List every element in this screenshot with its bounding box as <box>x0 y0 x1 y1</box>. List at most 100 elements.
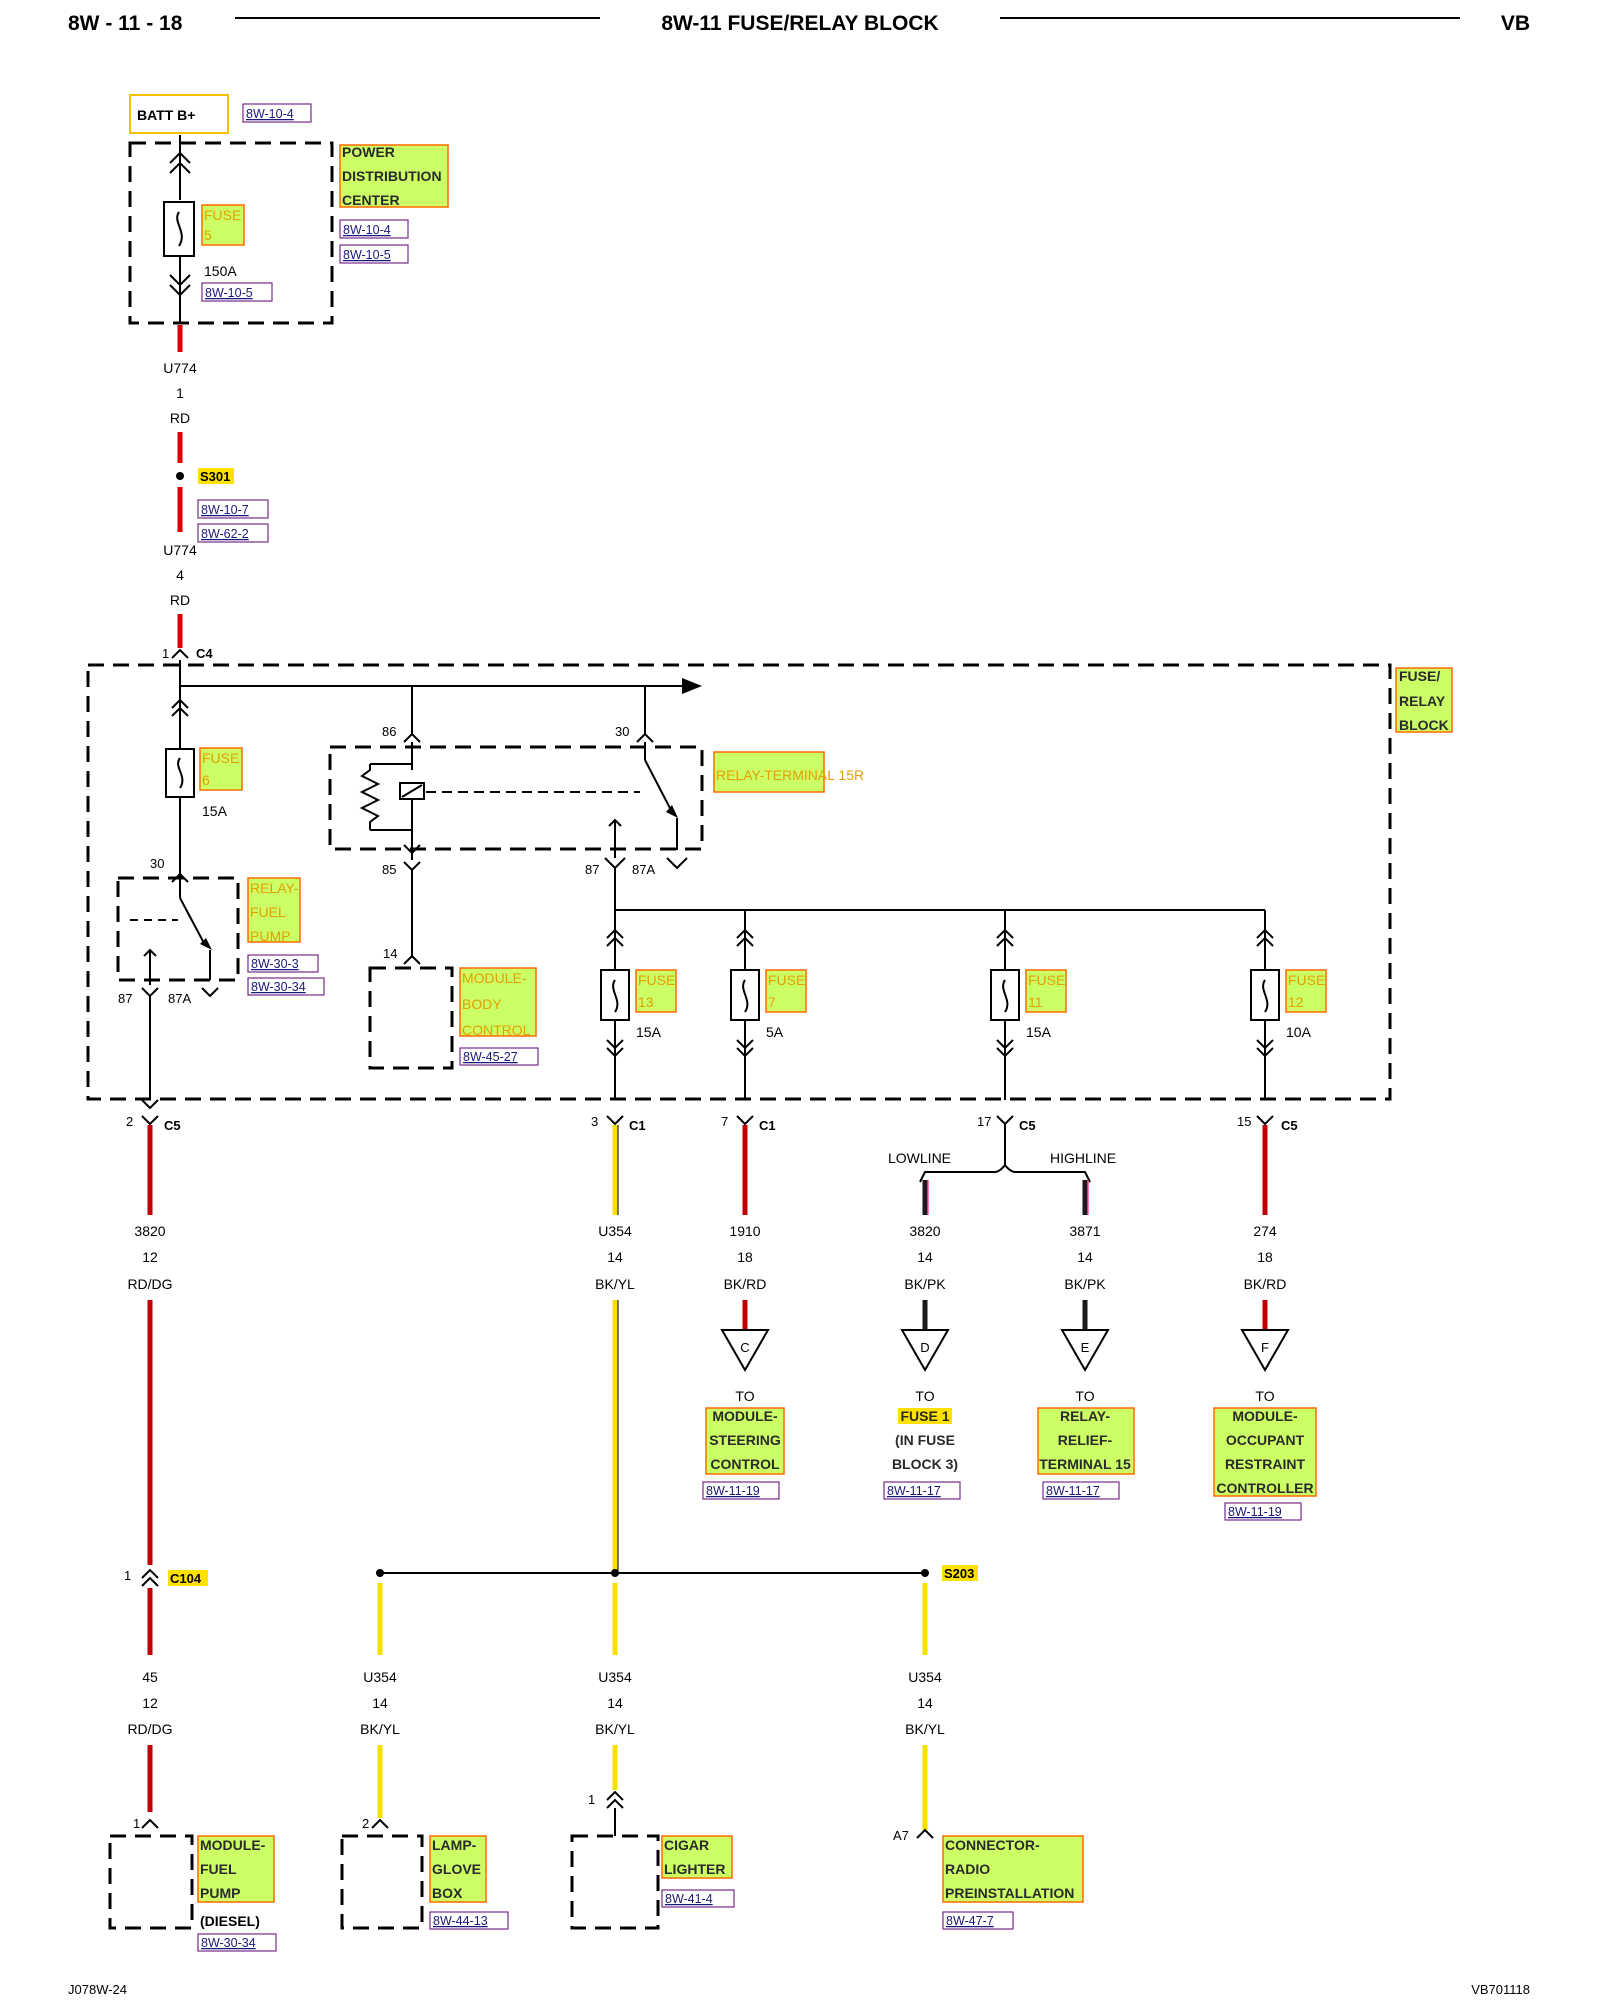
o3-flag-letter: C <box>740 1340 749 1355</box>
glove-gauge: 14 <box>372 1695 388 1711</box>
wire1-color: RD <box>170 410 190 426</box>
batt-ref-box <box>242 103 312 123</box>
o4-brace <box>919 1163 1091 1183</box>
o2-terminal <box>606 1115 624 1126</box>
wire1-gauge: 1 <box>176 385 184 401</box>
s301-ref1[interactable]: 8W-10-7 <box>201 503 249 517</box>
o3-dest-1: MODULE- <box>712 1408 778 1424</box>
rfp-box <box>116 876 240 982</box>
o2-circuit: U354 <box>598 1223 632 1239</box>
o5-connector: C5 <box>1281 1118 1298 1133</box>
fuelpump-ref-box <box>197 1933 277 1952</box>
glove-ref[interactable]: 8W-44-13 <box>433 1914 488 1928</box>
r15-pin85: 85 <box>382 862 396 877</box>
frb-name-1: FUSE/ <box>1399 668 1440 684</box>
o4b-ref[interactable]: 8W-11-17 <box>1046 1484 1100 1498</box>
o3-connector: C1 <box>759 1118 776 1133</box>
rfp-label-bg <box>247 877 301 943</box>
batt-ref[interactable]: 8W-10-4 <box>246 107 294 121</box>
r15-30-terminal <box>636 732 654 743</box>
fuse11-label-1: FUSE <box>1028 972 1065 988</box>
radio-circuit: U354 <box>908 1669 942 1685</box>
rfp-87a-terminal <box>201 987 219 998</box>
glove-color: BK/YL <box>360 1721 400 1737</box>
cigar-ref[interactable]: 8W-41-4 <box>665 1892 713 1906</box>
r15-contact-arrow <box>666 805 678 818</box>
radio-color: BK/YL <box>905 1721 945 1737</box>
fuse5-body <box>163 201 195 257</box>
c104-terminal <box>141 1568 159 1587</box>
fuse6-element <box>177 757 184 789</box>
o4b-ref-box <box>1042 1481 1120 1500</box>
r15-87a-terminal <box>666 857 688 870</box>
o4-highline: HIGHLINE <box>1050 1150 1116 1166</box>
r15-85-terminal <box>403 844 421 855</box>
fuse13-label-1: FUSE <box>638 972 675 988</box>
fuse6-label-bg <box>199 747 243 791</box>
fuelpump-terminal <box>141 1818 159 1829</box>
o4a-ref[interactable]: 8W-11-17 <box>887 1484 941 1498</box>
fuse12-label-1: FUSE <box>1288 972 1325 988</box>
fuse5-ref[interactable]: 8W-10-5 <box>205 286 253 300</box>
s203-name: S203 <box>944 1566 974 1581</box>
glove-label-bg <box>429 1835 487 1903</box>
fuse5-element <box>176 211 183 247</box>
o4a-color: BK/PK <box>904 1276 946 1292</box>
fp-gauge: 12 <box>142 1695 158 1711</box>
radio-ref[interactable]: 8W-47-7 <box>946 1914 994 1928</box>
pdc-box <box>128 141 334 325</box>
fuelpump-ref[interactable]: 8W-30-34 <box>201 1936 256 1950</box>
o4a-dest-2: (IN FUSE <box>895 1432 955 1448</box>
o4b-to: TO <box>1075 1388 1094 1404</box>
fuse12-element <box>1262 979 1269 1013</box>
mbc-box <box>368 966 454 1070</box>
o4b-gauge: 14 <box>1077 1249 1093 1265</box>
mbc-terminal <box>403 954 421 965</box>
rfp-ref2[interactable]: 8W-30-34 <box>251 980 306 994</box>
s301-ref2[interactable]: 8W-62-2 <box>201 527 249 541</box>
r15-contact-arm <box>644 759 673 813</box>
fuse5-terminal-top <box>169 151 191 174</box>
fuse7-label-2: 7 <box>768 994 776 1010</box>
mbc-ref[interactable]: 8W-45-27 <box>463 1050 518 1064</box>
r15-87-contact <box>608 818 622 827</box>
pdc-name-2: DISTRIBUTION <box>342 168 442 184</box>
o2-connector: C1 <box>629 1118 646 1133</box>
o5-circuit: 274 <box>1253 1223 1277 1239</box>
o4-pin: 17 <box>977 1114 991 1129</box>
o3-terminal <box>736 1115 754 1126</box>
o5-color: BK/RD <box>1244 1276 1287 1292</box>
fp-color: RD/DG <box>127 1721 172 1737</box>
o5-ref[interactable]: 8W-11-19 <box>1228 1505 1282 1519</box>
radio-label-1: CONNECTOR- <box>945 1837 1040 1853</box>
fuse13-label-bg <box>635 969 677 1013</box>
rfp-ref1[interactable]: 8W-30-3 <box>251 957 299 971</box>
o3-ref[interactable]: 8W-11-19 <box>706 1484 760 1498</box>
fuse12-label-bg <box>1285 969 1327 1013</box>
fuse5-label-2: 5 <box>204 227 212 243</box>
bus-terminal-left <box>171 698 189 717</box>
o4b-dest-2: RELIEF- <box>1058 1432 1113 1448</box>
fuse13-rating: 15A <box>636 1024 662 1040</box>
fuse11-label-2: 11 <box>1028 994 1043 1010</box>
o4b-flag <box>1060 1329 1110 1373</box>
fuelpump-pin: 1 <box>133 1816 140 1831</box>
o5-dest-2: OCCUPANT <box>1226 1432 1305 1448</box>
radio-label-2: RADIO <box>945 1861 990 1877</box>
o5-to: TO <box>1255 1388 1274 1404</box>
pdc-ref1[interactable]: 8W-10-4 <box>343 223 391 237</box>
radio-ref-box <box>942 1911 1014 1930</box>
mbc-label-bg <box>459 967 537 1037</box>
batt-label-box <box>129 94 229 134</box>
batt-label: BATT B+ <box>137 107 195 123</box>
r15-pin86: 86 <box>382 724 396 739</box>
o5-flag <box>1240 1329 1290 1373</box>
splice-s301-dot <box>176 472 184 480</box>
frb-box <box>86 663 1392 1101</box>
o4-lowline: LOWLINE <box>888 1150 951 1166</box>
pdc-ref2[interactable]: 8W-10-5 <box>343 248 391 262</box>
radio-label-3: PREINSTALLATION <box>945 1885 1074 1901</box>
footer-left-code: J078W-24 <box>68 1982 127 1997</box>
cigar-label-bg <box>661 1835 733 1879</box>
